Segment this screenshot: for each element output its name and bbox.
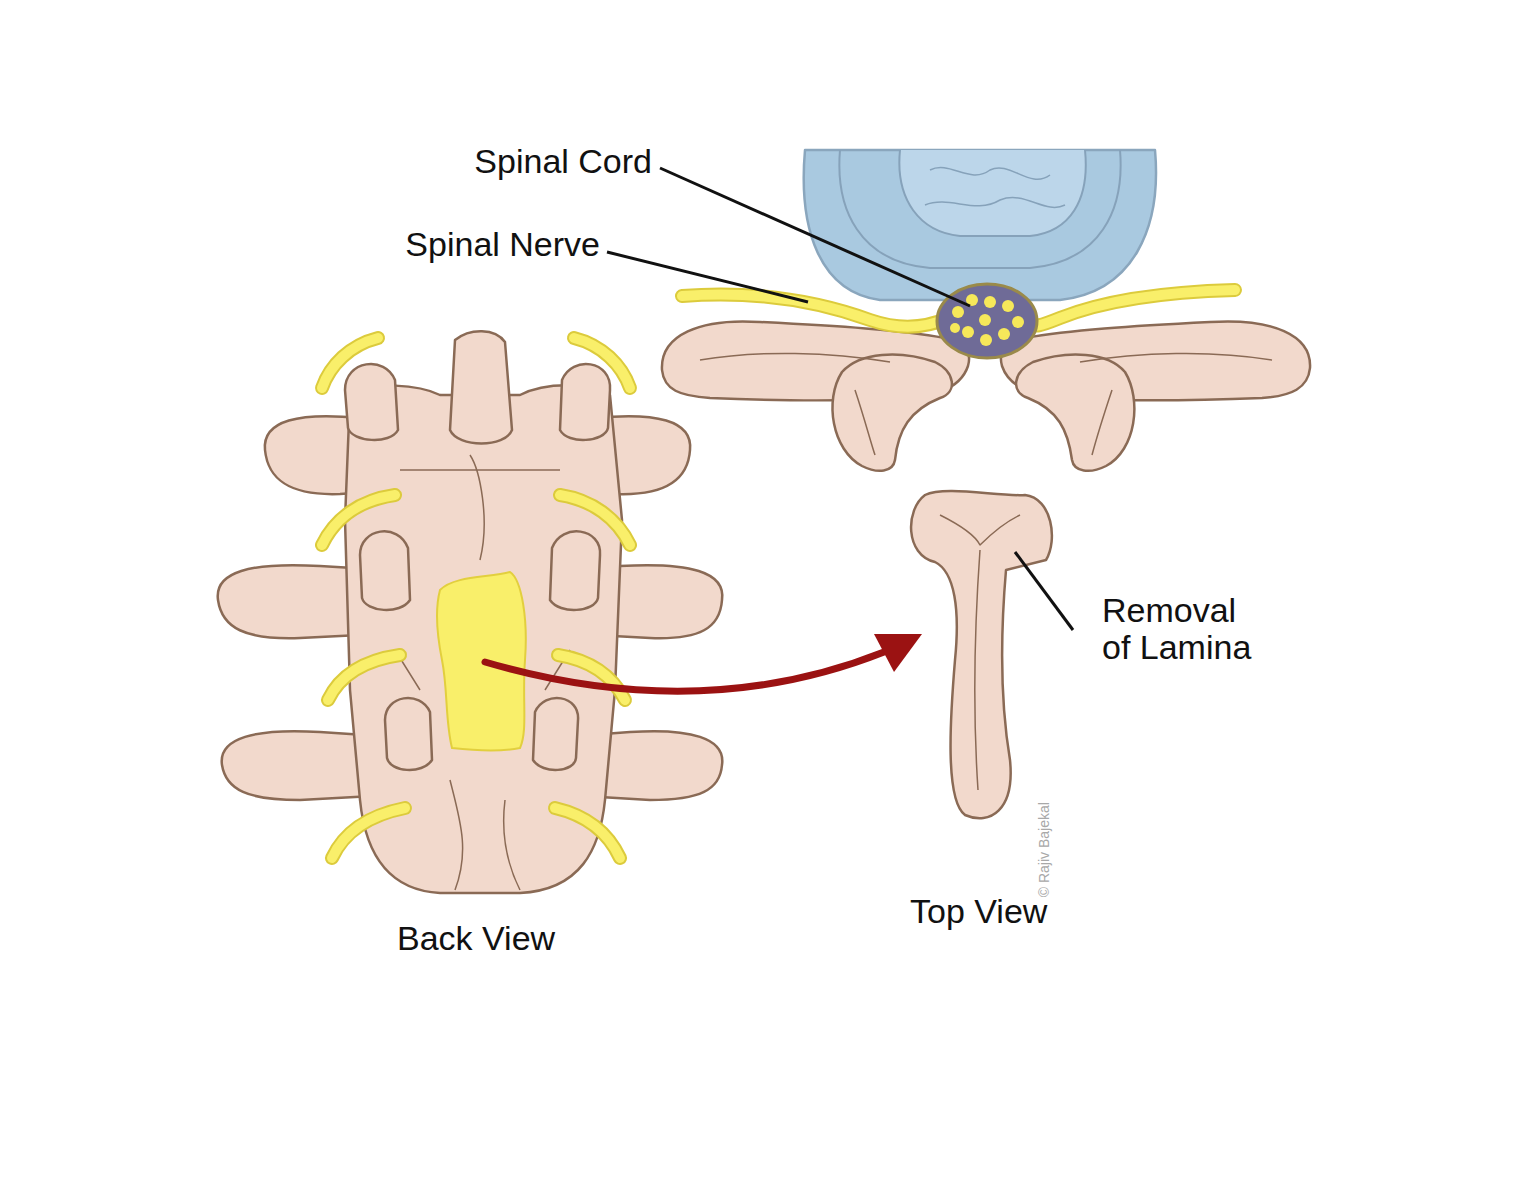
view-label: Back View xyxy=(397,920,555,957)
watermark: © Rajiv Bajekal xyxy=(1037,802,1052,897)
part-label: Spinal Nerve xyxy=(405,226,600,263)
procedure-label: Removal of Lamina xyxy=(1102,592,1267,667)
view-label: Top View xyxy=(910,893,1047,930)
part-label: Spinal Cord xyxy=(474,143,652,180)
